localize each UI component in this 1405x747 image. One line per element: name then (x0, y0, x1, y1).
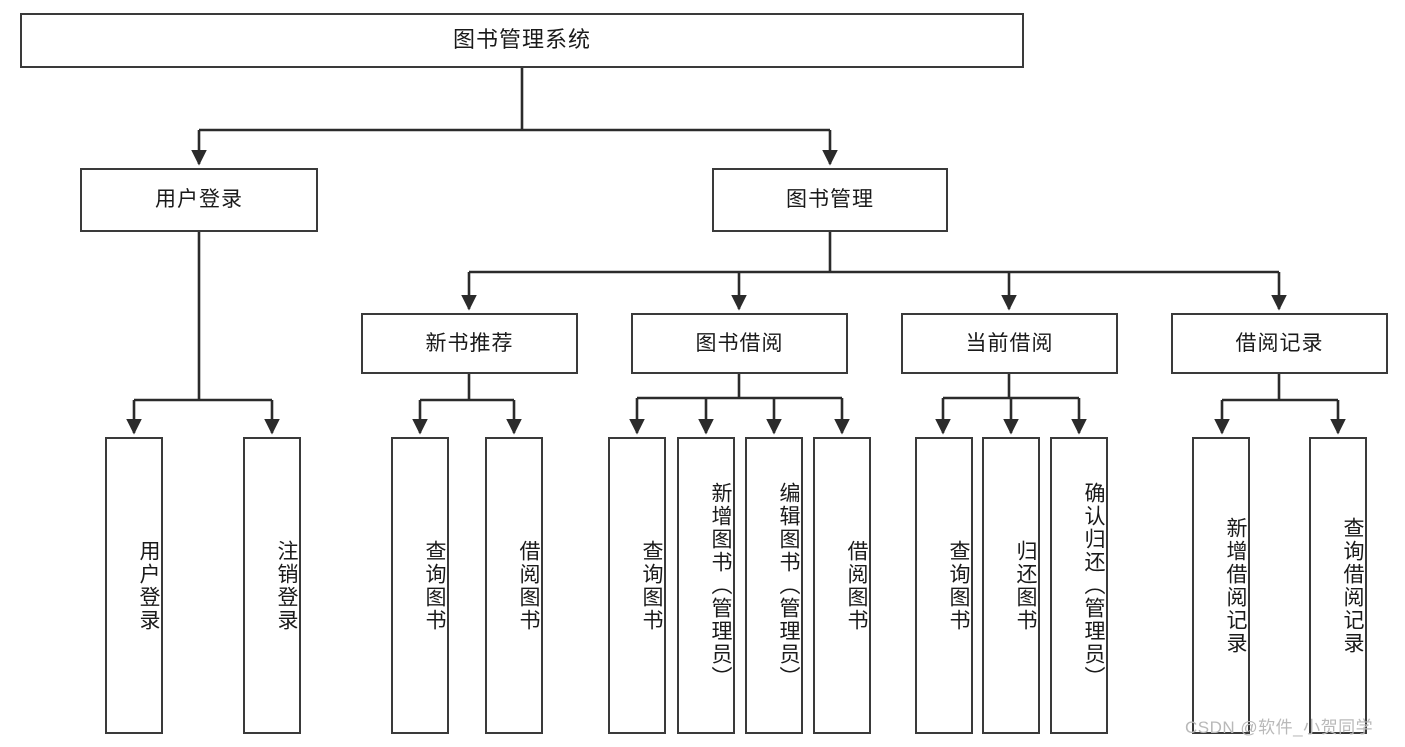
node-new-book-rec[interactable]: 新书推荐 (361, 313, 578, 374)
node-leaf-borrow-book-2-label: 借阅图书 (845, 539, 868, 632)
node-current-borrow[interactable]: 当前借阅 (901, 313, 1118, 374)
node-leaf-confirm-return[interactable]: 确认归还（管理员） (1050, 437, 1108, 734)
node-new-book-rec-label: 新书推荐 (425, 331, 514, 355)
node-root[interactable]: 图书管理系统 (20, 13, 1024, 68)
node-book-manage-label: 图书管理 (786, 188, 874, 212)
node-user-login[interactable]: 用户登录 (80, 168, 318, 232)
node-book-borrow-label: 图书借阅 (695, 331, 784, 355)
node-leaf-return-book-label: 归还图书 (1014, 539, 1037, 632)
node-book-manage[interactable]: 图书管理 (712, 168, 948, 232)
node-book-borrow[interactable]: 图书借阅 (631, 313, 848, 374)
node-leaf-add-record[interactable]: 新增借阅记录 (1192, 437, 1250, 734)
node-leaf-confirm-return-label: 确认归还（管理员） (1082, 482, 1105, 689)
node-leaf-user-login[interactable]: 用户登录 (105, 437, 163, 734)
node-leaf-borrow-book-2[interactable]: 借阅图书 (813, 437, 871, 734)
node-leaf-add-book-label: 新增图书（管理员） (709, 482, 732, 689)
node-leaf-add-record-label: 新增借阅记录 (1224, 516, 1247, 655)
node-leaf-borrow-book-1[interactable]: 借阅图书 (485, 437, 543, 734)
node-leaf-query-record[interactable]: 查询借阅记录 (1309, 437, 1367, 734)
node-leaf-query-book-1[interactable]: 查询图书 (391, 437, 449, 734)
node-borrow-record-label: 借阅记录 (1235, 331, 1324, 355)
node-leaf-query-book-2-label: 查询图书 (640, 539, 663, 632)
node-leaf-borrow-book-1-label: 借阅图书 (517, 539, 540, 632)
node-user-login-label: 用户登录 (155, 188, 243, 212)
node-leaf-query-book-1-label: 查询图书 (423, 539, 446, 632)
node-leaf-add-book[interactable]: 新增图书（管理员） (677, 437, 735, 734)
node-leaf-logout-label: 注销登录 (275, 539, 298, 632)
node-leaf-query-book-3[interactable]: 查询图书 (915, 437, 973, 734)
node-current-borrow-label: 当前借阅 (965, 331, 1054, 355)
node-leaf-query-book-2[interactable]: 查询图书 (608, 437, 666, 734)
watermark: CSDN @软件_小贺同学 (1185, 718, 1374, 737)
node-root-label: 图书管理系统 (452, 27, 591, 53)
node-leaf-edit-book-label: 编辑图书（管理员） (777, 482, 800, 689)
node-leaf-query-book-3-label: 查询图书 (947, 539, 970, 632)
node-leaf-query-record-label: 查询借阅记录 (1341, 516, 1364, 655)
node-borrow-record[interactable]: 借阅记录 (1171, 313, 1388, 374)
node-leaf-edit-book[interactable]: 编辑图书（管理员） (745, 437, 803, 734)
node-leaf-return-book[interactable]: 归还图书 (982, 437, 1040, 734)
node-leaf-logout[interactable]: 注销登录 (243, 437, 301, 734)
node-leaf-user-login-label: 用户登录 (137, 539, 160, 632)
